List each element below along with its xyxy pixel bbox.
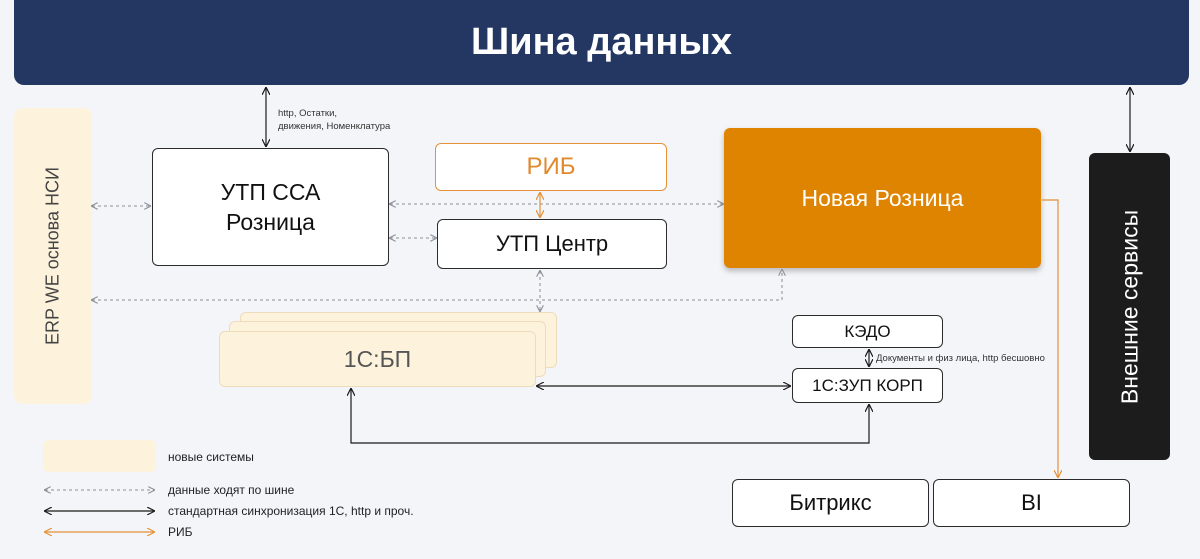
new-retail: Новая Розница	[724, 128, 1041, 268]
bitrix-label: Битрикс	[789, 490, 872, 515]
bp-system: 1С:БП	[219, 331, 536, 387]
legend-new-systems: новые системы	[168, 450, 254, 464]
kedo-zup-label: Документы и физ лица, http бесшовно	[876, 353, 1045, 364]
utp-ssa-retail-label: УТП ССА Розница	[220, 179, 321, 235]
legend-rib: РИБ	[168, 525, 193, 539]
bi-label: BI	[1021, 490, 1042, 515]
utp-center: УТП Центр	[437, 219, 667, 269]
bi: BI	[933, 479, 1130, 527]
erp-system: ERP WE основа НСИ	[14, 108, 92, 404]
external-services: Внешние сервисы	[1089, 153, 1170, 460]
kedo-label: КЭДО	[844, 321, 891, 341]
legend-bus-flow: данные ходят по шине	[168, 483, 295, 497]
bp-label: 1С:БП	[343, 345, 412, 372]
kedo: КЭДО	[792, 315, 943, 348]
utp-ssa-retail: УТП ССА Розница	[152, 148, 389, 266]
utp-center-label: УТП Центр	[495, 231, 609, 256]
data-bus: Шина данных	[14, 0, 1189, 85]
link-new-retail-bi	[1042, 199, 1058, 477]
rib-label: РИБ	[526, 153, 576, 180]
legend-std-sync: стандартная синхронизация 1С, http и про…	[168, 504, 414, 518]
bitrix: Битрикс	[732, 479, 929, 527]
rib-box: РИБ	[435, 143, 667, 191]
link-erp-new-retail	[92, 270, 782, 300]
legend-new-systems-swatch	[43, 440, 156, 472]
data-bus-title: Шина данных	[471, 21, 732, 63]
bus-link-label-line1: http, Остатки,	[278, 108, 338, 119]
bus-link-label: http, Остатки, движения, Номенклатура	[278, 107, 390, 133]
new-retail-label: Новая Розница	[801, 184, 964, 211]
link-bp-zup-loop	[351, 389, 869, 444]
bus-link-label-line2: движения, Номенклатура	[278, 121, 391, 132]
